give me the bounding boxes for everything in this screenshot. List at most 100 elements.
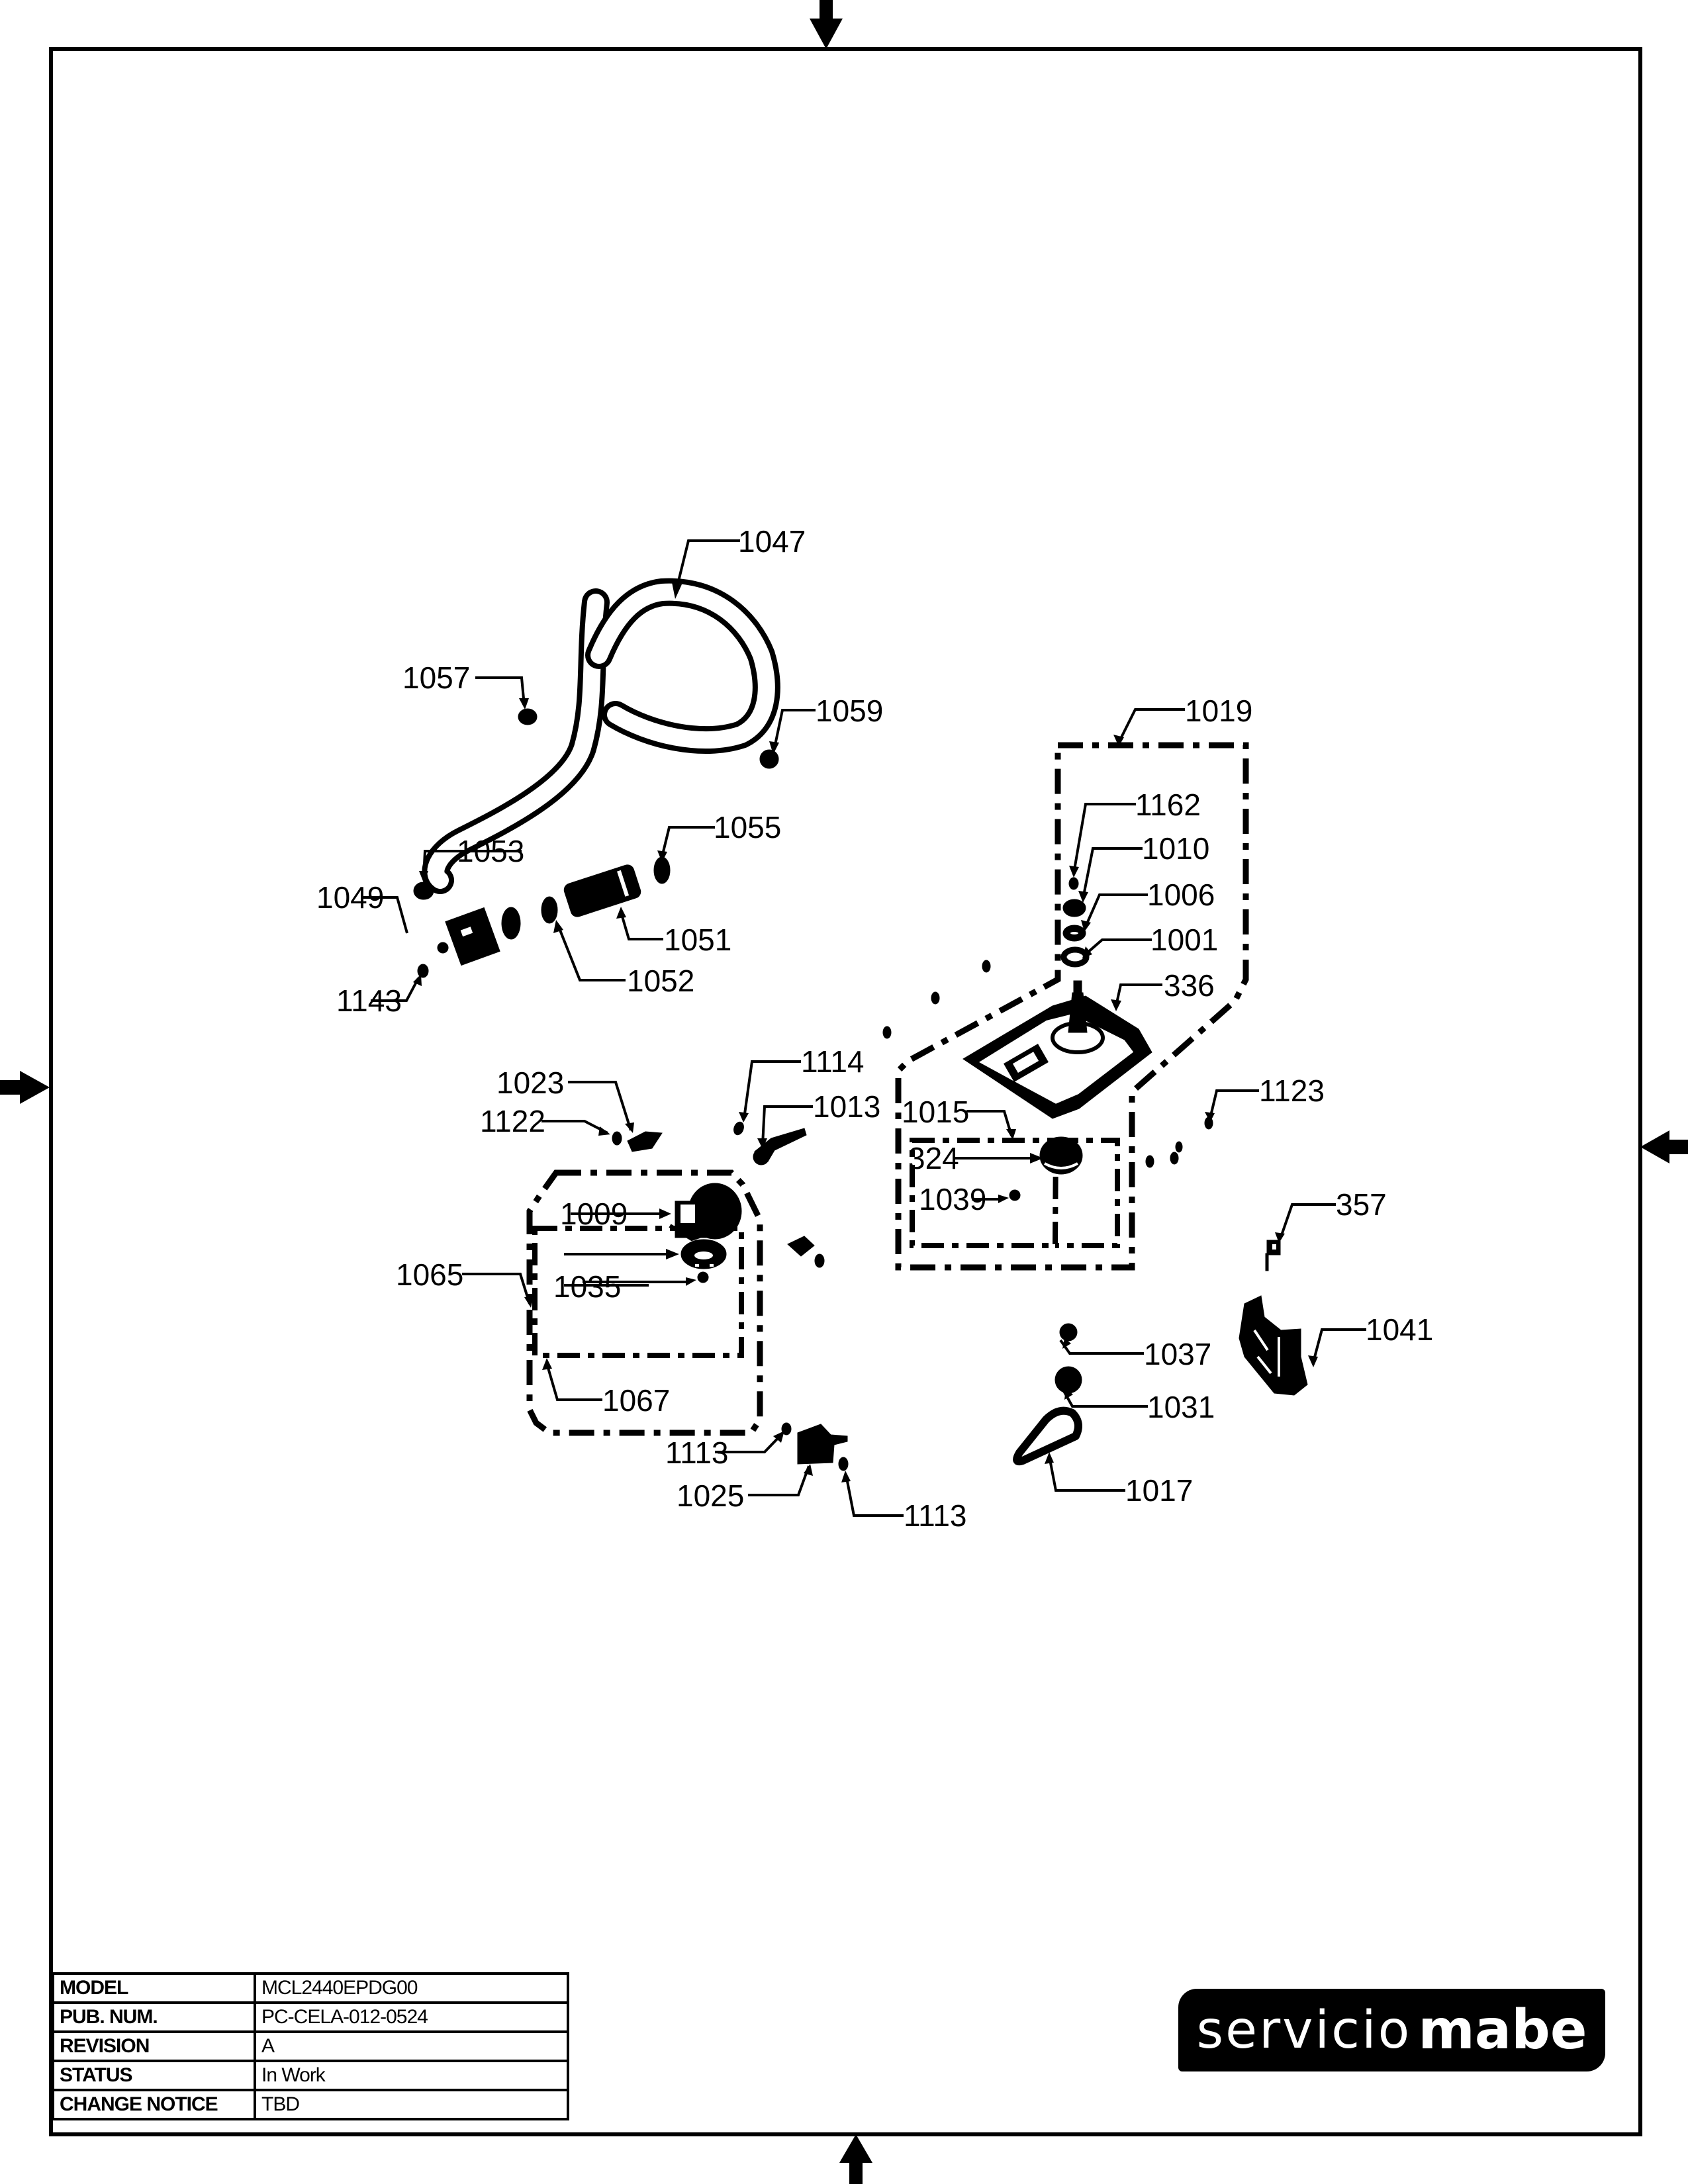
change-notice-label: CHANGE NOTICE bbox=[52, 2089, 256, 2120]
callout-1035-arrow bbox=[564, 1249, 679, 1259]
callout-1041: 1041 bbox=[1308, 1312, 1433, 1367]
part-1031-pulley[interactable] bbox=[1055, 1366, 1082, 1394]
svg-text:1122: 1122 bbox=[480, 1104, 545, 1138]
registration-arrow-right bbox=[1640, 1130, 1688, 1163]
status-value: In Work bbox=[254, 2060, 569, 2091]
screw-group-1123[interactable] bbox=[882, 960, 1213, 1168]
part-1162-screw[interactable] bbox=[1068, 877, 1079, 890]
callout-1039-upper: 1039 bbox=[919, 1182, 1009, 1216]
revision-value: A bbox=[254, 2030, 569, 2062]
part-1049-valve[interactable] bbox=[437, 907, 521, 966]
callout-1113-a: 1113 bbox=[665, 1431, 784, 1470]
page-border bbox=[49, 47, 1642, 2136]
revision-label: REVISION bbox=[52, 2030, 256, 2062]
svg-text:1015: 1015 bbox=[902, 1095, 969, 1129]
callout-1025: 1025 bbox=[677, 1464, 813, 1513]
svg-text:1051: 1051 bbox=[664, 923, 731, 957]
callout-1019: 1019 bbox=[1113, 694, 1252, 747]
svg-text:1001: 1001 bbox=[1150, 923, 1218, 957]
callout-1035: 1035 bbox=[553, 1269, 649, 1304]
callout-1013: 1013 bbox=[757, 1089, 880, 1149]
callout-1023: 1023 bbox=[496, 1066, 634, 1133]
part-1122-screw[interactable] bbox=[612, 1131, 622, 1146]
callout-336: 336 bbox=[1111, 968, 1215, 1011]
change-notice-value: TBD bbox=[254, 2089, 569, 2120]
title-row-model: MODEL MCL2440EPDG00 bbox=[52, 1972, 569, 2004]
svg-text:1017: 1017 bbox=[1125, 1473, 1193, 1508]
svg-text:324: 324 bbox=[908, 1141, 959, 1175]
part-1013-bracket[interactable] bbox=[753, 1128, 807, 1165]
callout-1047: 1047 bbox=[672, 524, 806, 599]
registration-arrow-left bbox=[0, 1071, 50, 1104]
svg-text:1035: 1035 bbox=[553, 1269, 621, 1304]
svg-text:1049: 1049 bbox=[316, 880, 384, 915]
callout-1122: 1122 bbox=[480, 1104, 610, 1138]
callout-1067: 1067 bbox=[542, 1358, 670, 1418]
part-1017-belt[interactable] bbox=[1013, 1406, 1082, 1466]
svg-text:1113: 1113 bbox=[665, 1435, 729, 1470]
part-1039-nut-upper[interactable] bbox=[1009, 1189, 1021, 1201]
callout-1114: 1114 bbox=[739, 1044, 865, 1122]
part-1143-screw[interactable] bbox=[417, 964, 429, 978]
callout-357: 357 bbox=[1275, 1187, 1387, 1243]
part-1001-seal[interactable] bbox=[1060, 946, 1090, 968]
svg-text:1009: 1009 bbox=[560, 1197, 628, 1231]
title-row-status: STATUS In Work bbox=[52, 2060, 569, 2091]
callout-1001: 1001 bbox=[1082, 923, 1218, 958]
svg-text:336: 336 bbox=[1164, 968, 1215, 1003]
drain-hose-part[interactable] bbox=[422, 578, 780, 894]
callout-1113-b: 1113 bbox=[841, 1471, 967, 1533]
callout-1055: 1055 bbox=[657, 810, 781, 862]
svg-text:1031: 1031 bbox=[1147, 1390, 1215, 1424]
title-row-change-notice: CHANGE NOTICE TBD bbox=[52, 2089, 569, 2120]
svg-text:1059: 1059 bbox=[816, 694, 883, 728]
part-357-clip[interactable] bbox=[1265, 1240, 1281, 1271]
servicio-mabe-logo: servicio mabe bbox=[1178, 1989, 1605, 2071]
part-1114-screw[interactable] bbox=[732, 1120, 745, 1136]
svg-text:1041: 1041 bbox=[1366, 1312, 1433, 1347]
registration-arrow-top bbox=[810, 0, 843, 49]
part-1051-hose[interactable] bbox=[563, 863, 643, 918]
assembly-1019-boundary bbox=[895, 742, 1249, 1271]
callout-1009: 1009 bbox=[560, 1197, 671, 1231]
assembly-1015-boundary bbox=[910, 1138, 1059, 1248]
svg-text:1023: 1023 bbox=[496, 1066, 564, 1100]
part-1059-clamp[interactable] bbox=[759, 749, 779, 769]
part-1113-screw-b[interactable] bbox=[838, 1457, 849, 1471]
callout-1017: 1017 bbox=[1045, 1452, 1193, 1508]
svg-text:1067: 1067 bbox=[602, 1383, 670, 1418]
part-1035-impeller[interactable] bbox=[680, 1239, 727, 1269]
part-1057-clip[interactable] bbox=[518, 708, 538, 725]
part-1053-clamp[interactable] bbox=[413, 882, 434, 900]
svg-text:1053: 1053 bbox=[457, 834, 524, 868]
part-1052-gasket[interactable] bbox=[541, 896, 558, 924]
svg-text:1013: 1013 bbox=[813, 1089, 880, 1124]
assembly-1015-boundary-right bbox=[1055, 1138, 1120, 1248]
part-1037-cap[interactable] bbox=[1059, 1323, 1078, 1342]
part-1039-nut-lower[interactable] bbox=[697, 1271, 709, 1283]
logo-text-light: servicio bbox=[1196, 2000, 1412, 2060]
part-bracket-loose[interactable] bbox=[787, 1236, 825, 1268]
svg-text:1114: 1114 bbox=[801, 1044, 865, 1079]
part-1010-cap[interactable] bbox=[1062, 899, 1086, 917]
svg-text:1143: 1143 bbox=[336, 983, 402, 1018]
part-336-gear-case[interactable] bbox=[962, 980, 1152, 1119]
part-1009-pump[interactable] bbox=[669, 1183, 742, 1242]
callout-1037: 1037 bbox=[1059, 1337, 1211, 1371]
callout-1049: 1049 bbox=[316, 880, 408, 934]
part-1006-washer[interactable] bbox=[1062, 925, 1086, 942]
svg-text:1037: 1037 bbox=[1144, 1337, 1211, 1371]
part-1023-cover[interactable] bbox=[627, 1131, 663, 1152]
status-label: STATUS bbox=[52, 2060, 256, 2091]
callout-324: 324 bbox=[908, 1141, 1043, 1175]
callout-1010: 1010 bbox=[1078, 831, 1209, 903]
callout-1051: 1051 bbox=[616, 907, 731, 957]
title-row-pub-num: PUB. NUM. PC-CELA-012-0524 bbox=[52, 2001, 569, 2033]
part-1041-motor-bracket[interactable] bbox=[1239, 1295, 1308, 1396]
part-324-pulley[interactable] bbox=[1039, 1136, 1083, 1175]
model-value: MCL2440EPDG00 bbox=[254, 1972, 569, 2004]
svg-text:1047: 1047 bbox=[738, 524, 806, 559]
title-row-revision: REVISION A bbox=[52, 2030, 569, 2062]
part-1025-sensor[interactable] bbox=[797, 1424, 848, 1465]
